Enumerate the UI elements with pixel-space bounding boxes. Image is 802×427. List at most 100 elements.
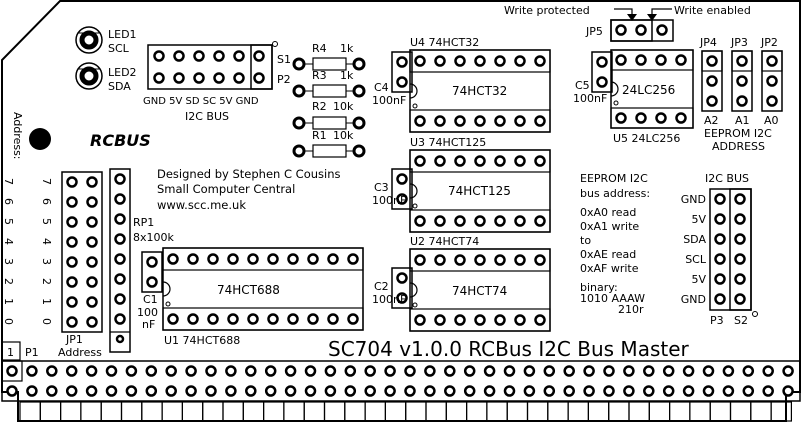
i2c-header-pin-label: SDA [683, 233, 706, 246]
p3-label: P3 [710, 314, 724, 327]
bus-pin [503, 365, 516, 377]
chip-pin [347, 313, 359, 325]
chip-pin [187, 313, 199, 325]
bus-pin [145, 365, 158, 377]
bus-pin [205, 385, 217, 397]
s1-p2-header [147, 41, 278, 90]
chip-pin [167, 253, 179, 265]
address-digit-inner: 1 [40, 298, 53, 305]
s1-label: S1 [277, 53, 291, 66]
address-digit-outer: 4 [2, 238, 15, 245]
bus-pin [364, 385, 376, 397]
i2c-header-pin [714, 293, 726, 305]
write-enabled-label: Write enabled [674, 4, 751, 17]
bus-pin [662, 365, 675, 377]
address-digit-outer: 2 [2, 278, 15, 285]
chip-pin [454, 115, 466, 127]
bus-pin [165, 385, 177, 397]
bus-pin [384, 365, 396, 377]
jp1-pin [86, 236, 98, 248]
jp4-jumper [701, 50, 723, 112]
bus-pin [324, 385, 337, 397]
c4-ref: C4 [374, 81, 389, 94]
jp3-label: JP3 [730, 36, 748, 49]
chip-pin [267, 253, 279, 265]
bus-pin [264, 365, 277, 377]
bus-pin [623, 365, 635, 377]
header-pin [153, 50, 165, 62]
r1-value: 10k [333, 129, 354, 142]
jp1-pin [86, 176, 98, 188]
bus-pin [65, 365, 78, 377]
bus-pin [722, 385, 735, 397]
chip-pin [514, 215, 526, 227]
i2c-header-pin-label: 5V [691, 273, 706, 286]
header-pin [173, 50, 185, 62]
chip-pin [287, 313, 299, 325]
rp1-pin [114, 293, 126, 305]
bus-pin [304, 365, 317, 377]
i2c-pin-labels: GND 5V SD SC 5V GND [143, 96, 259, 107]
chip-pin [534, 314, 546, 326]
chip-pin [434, 155, 446, 167]
jp1-pin [66, 316, 78, 328]
chip-pin [655, 112, 667, 124]
a2-label: A2 [704, 114, 719, 127]
credit-company: Small Computer Central [157, 182, 295, 196]
r1-ref: R1 [312, 129, 327, 142]
bus-pin [463, 365, 476, 377]
u2-body: 74HCT74 [452, 284, 507, 298]
bus-pin [26, 365, 38, 377]
header-pin [253, 72, 265, 84]
u3-body: 74HCT125 [448, 184, 511, 198]
bus-pin [483, 385, 496, 397]
address-digit-inner: 5 [40, 218, 53, 225]
bus-pin [384, 385, 396, 397]
eeprom-address-notes: EEPROM I2C bus address: 0xA0 read 0xA1 w… [580, 172, 650, 316]
c5-ref: C5 [575, 79, 590, 92]
chip-pin [167, 313, 179, 325]
rp1-pin [114, 193, 126, 205]
c4-value: 100nF [372, 94, 406, 107]
bus-pin [284, 385, 297, 397]
jp1-ref: JP1 [65, 333, 83, 346]
jp1-header [61, 171, 103, 333]
chip-pin [655, 54, 667, 66]
rp1-pin [114, 173, 126, 185]
jp1-pin [66, 216, 78, 228]
bus-pin [404, 385, 416, 397]
resistor-r4 [292, 57, 366, 71]
bus-pin [245, 365, 257, 377]
bus-pin [85, 385, 98, 397]
c2-value: 100nF [372, 293, 406, 306]
chip-pin [474, 115, 486, 127]
r2-value: 10k [333, 100, 354, 113]
i2c-header-pin [714, 213, 726, 225]
bus-pin [264, 385, 277, 397]
jp1-pin [86, 196, 98, 208]
mounting-hole [29, 128, 51, 150]
bus-connector-p1 [1, 360, 801, 422]
arrow-protected-head [627, 14, 637, 21]
chip-pin [187, 253, 199, 265]
bus-pin [364, 365, 376, 377]
header-pin [213, 72, 225, 84]
chip-pin [414, 155, 426, 167]
i2c-header-pin [714, 193, 726, 205]
chip-pin [434, 55, 446, 67]
rp1-value: 8x100k [133, 231, 175, 244]
jp1-pin [66, 196, 78, 208]
c3-value: 100nF [372, 194, 406, 207]
chip-pin [414, 215, 426, 227]
rp1-pin [114, 253, 126, 265]
led1 [75, 26, 103, 54]
address-digit-outer: 0 [2, 318, 15, 325]
chip-pin [514, 115, 526, 127]
u4-header: U4 74HCT32 [410, 36, 479, 49]
note-line-9: 1010 AAAW [580, 292, 645, 305]
jp1-pin [86, 296, 98, 308]
bus-pin [643, 385, 655, 397]
resistor-r2 [292, 116, 366, 130]
note-line-5: to [580, 234, 591, 247]
chip-pin [494, 55, 506, 67]
